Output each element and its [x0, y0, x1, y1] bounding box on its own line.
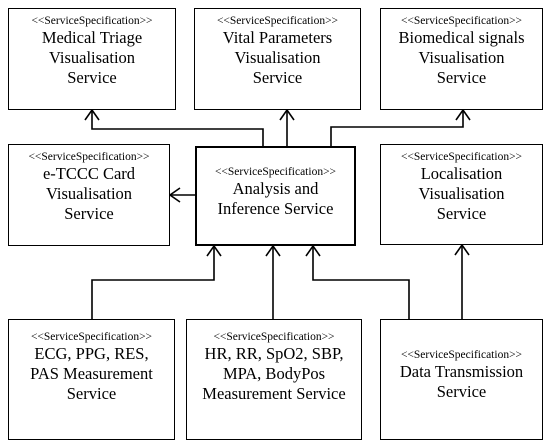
stereotype-label: <<ServiceSpecification>>: [30, 331, 153, 343]
box-text-line: Localisation: [420, 164, 503, 183]
arrow-to-medical-triage: [91, 110, 264, 146]
box-text-line: Service: [436, 204, 487, 223]
box-text-line: e-TCCC Card: [42, 164, 136, 183]
stereotype-label: <<ServiceSpecification>>: [400, 349, 523, 361]
stereotype-label: <<ServiceSpecification>>: [213, 331, 335, 343]
box-text-line: Medical Triage: [41, 28, 143, 47]
box-text-line: Visualisation: [45, 184, 133, 203]
arrowhead-localisation: [454, 243, 470, 256]
arrowhead-ecg: [206, 244, 222, 257]
box-text-line: Service: [66, 384, 117, 403]
arrowhead-etccc-card: [168, 187, 181, 203]
stereotype-label: <<ServiceSpecification>>: [216, 15, 339, 27]
box-text-line: Analysis and: [232, 179, 319, 198]
ecg-ppg-measurement-service-box[interactable]: <<ServiceSpecification>> ECG, PPG, RES, …: [8, 319, 175, 440]
stereotype-label: <<ServiceSpecification>>: [31, 15, 153, 27]
box-text-line: Visualisation: [418, 48, 505, 67]
box-text-line: Visualisation: [418, 184, 505, 203]
arrowhead-medical-triage: [84, 108, 100, 121]
hr-rr-measurement-service-box[interactable]: <<ServiceSpecification>> HR, RR, SpO2, S…: [186, 319, 362, 440]
arrow-to-biomedical-signals: [330, 110, 464, 146]
box-text-line: Biomedical signals: [398, 28, 525, 47]
arrow-from-ecg: [91, 246, 215, 319]
box-text-line: ECG, PPG, RES,: [34, 344, 149, 363]
stereotype-label: <<ServiceSpecification>>: [400, 15, 523, 27]
stereotype-label: <<ServiceSpecification>>: [214, 166, 337, 178]
box-text-line: Visualisation: [48, 48, 136, 67]
box-text-line: Service: [252, 68, 303, 87]
box-text-line: Service: [64, 204, 114, 223]
box-text-line: Visualisation: [234, 48, 321, 67]
box-text-line: Data Transmission: [399, 362, 524, 381]
etccc-card-service-box[interactable]: <<ServiceSpecification>> e-TCCC Card Vis…: [8, 144, 170, 246]
arrowhead-data-transmission: [305, 244, 321, 257]
biomedical-signals-service-box[interactable]: <<ServiceSpecification>> Biomedical sign…: [380, 8, 543, 110]
arrowhead-biomedical-signals: [455, 108, 471, 121]
arrow-from-data-transmission: [312, 246, 410, 319]
box-text-line: Service: [436, 68, 487, 87]
arrowhead-vital-parameters: [279, 108, 295, 121]
analysis-inference-service-box[interactable]: <<ServiceSpecification>> Analysis and In…: [195, 146, 356, 246]
box-text-line: Measurement Service: [202, 384, 346, 403]
medical-triage-service-box[interactable]: <<ServiceSpecification>> Medical Triage …: [8, 8, 176, 110]
arrowhead-hr: [265, 244, 281, 257]
box-text-line: HR, RR, SpO2, SBP,: [204, 344, 344, 363]
localisation-service-box[interactable]: <<ServiceSpecification>> Localisation Vi…: [380, 144, 543, 245]
box-text-line: Service: [436, 382, 487, 401]
box-text-line: PAS Measurement: [30, 364, 153, 383]
stereotype-label: <<ServiceSpecification>>: [28, 151, 150, 163]
data-transmission-service-box[interactable]: <<ServiceSpecification>> Data Transmissi…: [380, 319, 543, 440]
box-text-line: MPA, BodyPos: [222, 364, 326, 383]
stereotype-label: <<ServiceSpecification>>: [400, 151, 523, 163]
box-text-line: Vital Parameters: [222, 28, 333, 47]
box-text-line: Service: [67, 68, 117, 87]
vital-parameters-service-box[interactable]: <<ServiceSpecification>> Vital Parameter…: [194, 8, 361, 110]
box-text-line: Inference Service: [217, 199, 334, 218]
